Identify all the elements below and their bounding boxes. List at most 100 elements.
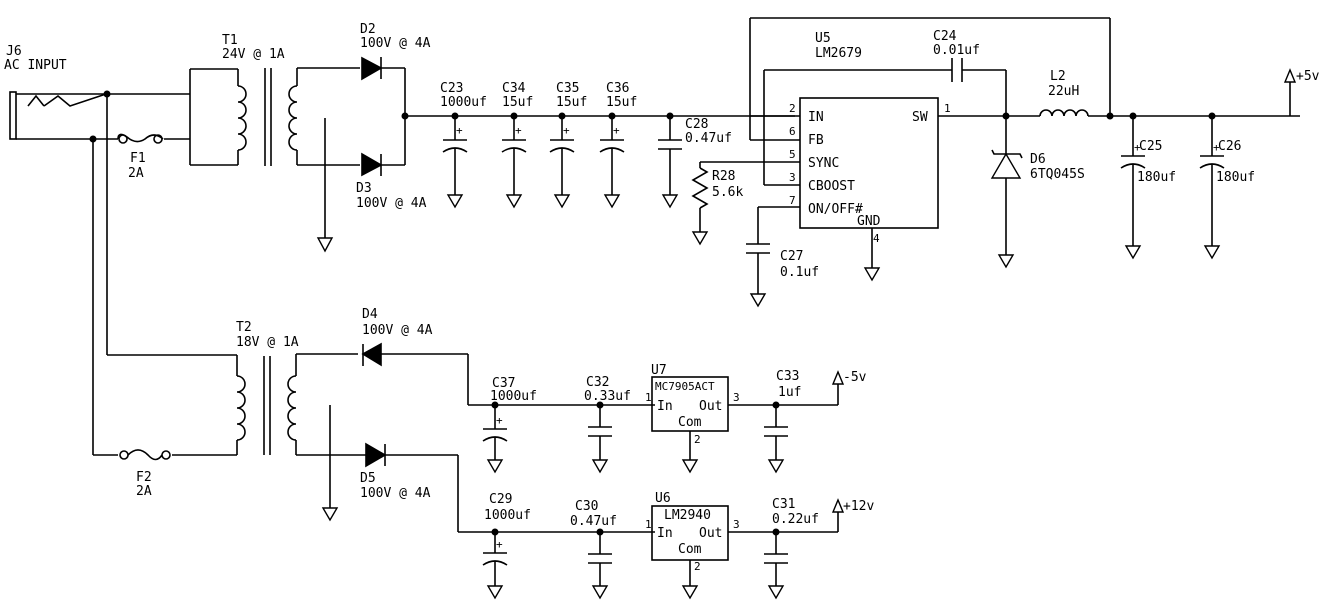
svg-text:4: 4 <box>873 232 880 245</box>
c33-value: 1uf <box>778 385 801 400</box>
rail-plus-12v-label: +12v <box>843 499 874 514</box>
svg-text:+: + <box>613 124 620 137</box>
regulator-u5: U5 LM2679 2 IN 6 FB 5 SYNC 3 CBOOST 7 ON… <box>789 31 951 282</box>
diode-d5: D5 100V @ 4A <box>360 442 655 533</box>
inductor-l2: L2 22uH <box>1039 69 1300 120</box>
fuse-f2: F2 2A <box>119 449 171 499</box>
svg-text:1: 1 <box>944 102 951 115</box>
svg-text:+: + <box>1134 141 1141 154</box>
t1-value: 24V @ 1A <box>222 47 285 62</box>
svg-text:3: 3 <box>789 171 796 184</box>
svg-text:+: + <box>563 124 570 137</box>
rail-plus-12v: +12v <box>831 498 874 532</box>
diode-d3: D3 100V @ 4A <box>356 152 427 211</box>
cap-c25: + C25 180uf <box>1120 112 1176 260</box>
diode-d6: D6 6TQ045S <box>990 116 1085 269</box>
u6-ref: U6 <box>655 491 671 506</box>
rail-minus-5v-label: -5v <box>843 370 867 385</box>
ac-input-jack-j6: J6 AC INPUT <box>4 44 107 140</box>
rectifier-bus-wiring <box>401 68 795 165</box>
c36-value: 15uf <box>606 95 637 110</box>
svg-text:+: + <box>1213 141 1220 154</box>
rail-plus-5v-label: +5v <box>1296 69 1320 84</box>
t2-value: 18V @ 1A <box>236 335 299 350</box>
svg-text:6: 6 <box>789 125 796 138</box>
u5-pin-sync: SYNC <box>808 156 839 171</box>
cap-c26: + C26 180uf <box>1199 112 1255 260</box>
c30-ref: C30 <box>575 499 598 514</box>
d5-ref: D5 <box>360 471 376 486</box>
t1-secondary-coil <box>288 85 298 151</box>
svg-text:In: In <box>657 399 673 414</box>
c26-value: 180uf <box>1216 170 1255 185</box>
u6-value: LM2940 <box>664 508 711 523</box>
u5-pin-cboost: CBOOST <box>808 179 855 194</box>
u5-pin-sw: SW <box>912 110 928 125</box>
l2-ref: L2 <box>1050 69 1066 84</box>
svg-text:Out: Out <box>699 399 722 414</box>
c29-value: 1000uf <box>484 508 531 523</box>
r28-ref: R28 <box>712 169 735 184</box>
regulator-u7: U7 MC7905ACT 1 In Out 3 Com 2 <box>645 363 838 474</box>
t2-ref: T2 <box>236 320 252 335</box>
resistor-r28: R28 5.6k <box>691 162 743 246</box>
u5-pin-in: IN <box>808 110 824 125</box>
jack-contact <box>43 93 107 107</box>
u5-body <box>799 97 939 229</box>
svg-text:Com: Com <box>678 415 702 430</box>
c34-ref: C34 <box>502 81 526 96</box>
c27-ref: C27 <box>780 249 803 264</box>
svg-text:+: + <box>515 124 522 137</box>
cap-c23: C23 1000uf + <box>440 81 487 209</box>
diode-d2: D2 100V @ 4A <box>360 22 431 81</box>
rail-plus-5v: +5v <box>1283 68 1320 116</box>
c23-ref: C23 <box>440 81 463 96</box>
c33-ref: C33 <box>776 369 799 384</box>
svg-text:3: 3 <box>733 518 740 531</box>
u5-value: LM2679 <box>815 46 862 61</box>
svg-text:5: 5 <box>789 148 796 161</box>
t2-secondary-coil <box>287 375 297 441</box>
c24-value: 0.01uf <box>933 43 980 58</box>
f1-value: 2A <box>128 166 144 181</box>
d6-ref: D6 <box>1030 152 1046 167</box>
cap-c32: C32 0.33uf <box>584 375 631 474</box>
c32-value: 0.33uf <box>584 389 631 404</box>
svg-text:Out: Out <box>699 526 722 541</box>
c23-value: 1000uf <box>440 95 487 110</box>
d5-value: 100V @ 4A <box>360 486 431 501</box>
c25-ref: C25 <box>1139 139 1162 154</box>
transformer-t2: T2 18V @ 1A <box>236 320 366 522</box>
svg-text:1: 1 <box>645 518 652 531</box>
u7-ref: U7 <box>651 363 667 378</box>
cap-c29: C29 1000uf + <box>482 492 531 600</box>
d2-value: 100V @ 4A <box>360 36 431 51</box>
d4-ref: D4 <box>362 307 378 322</box>
regulator-u6: U6 LM2940 1 In Out 3 Com 2 <box>645 491 838 600</box>
f1-ref: F1 <box>130 151 146 166</box>
j6-value: AC INPUT <box>4 58 67 73</box>
d3-value: 100V @ 4A <box>356 196 427 211</box>
c31-value: 0.22uf <box>772 512 819 527</box>
c26-ref: C26 <box>1218 139 1241 154</box>
svg-text:2: 2 <box>694 560 701 573</box>
d3-ref: D3 <box>356 181 372 196</box>
c25-value: 180uf <box>1137 170 1176 185</box>
f2-ref: F2 <box>136 470 152 485</box>
c37-ref: C37 <box>492 376 515 391</box>
jack-contact <box>27 94 45 107</box>
cap-c34: C34 15uf + <box>501 81 533 209</box>
c24-ref: C24 <box>933 29 957 44</box>
j6-ref: J6 <box>6 44 22 59</box>
svg-text:7: 7 <box>789 194 796 207</box>
transformer-t1: T1 24V @ 1A <box>189 33 360 253</box>
t1-primary-coil <box>237 85 247 151</box>
svg-text:1: 1 <box>645 391 652 404</box>
u5-pin-fb: FB <box>808 133 824 148</box>
u5-pin-onoff: ON/OFF# <box>808 202 863 217</box>
svg-text:In: In <box>657 526 673 541</box>
u5-ref: U5 <box>815 31 831 46</box>
svg-text:+: + <box>496 414 503 427</box>
u5-wiring <box>700 17 1111 244</box>
